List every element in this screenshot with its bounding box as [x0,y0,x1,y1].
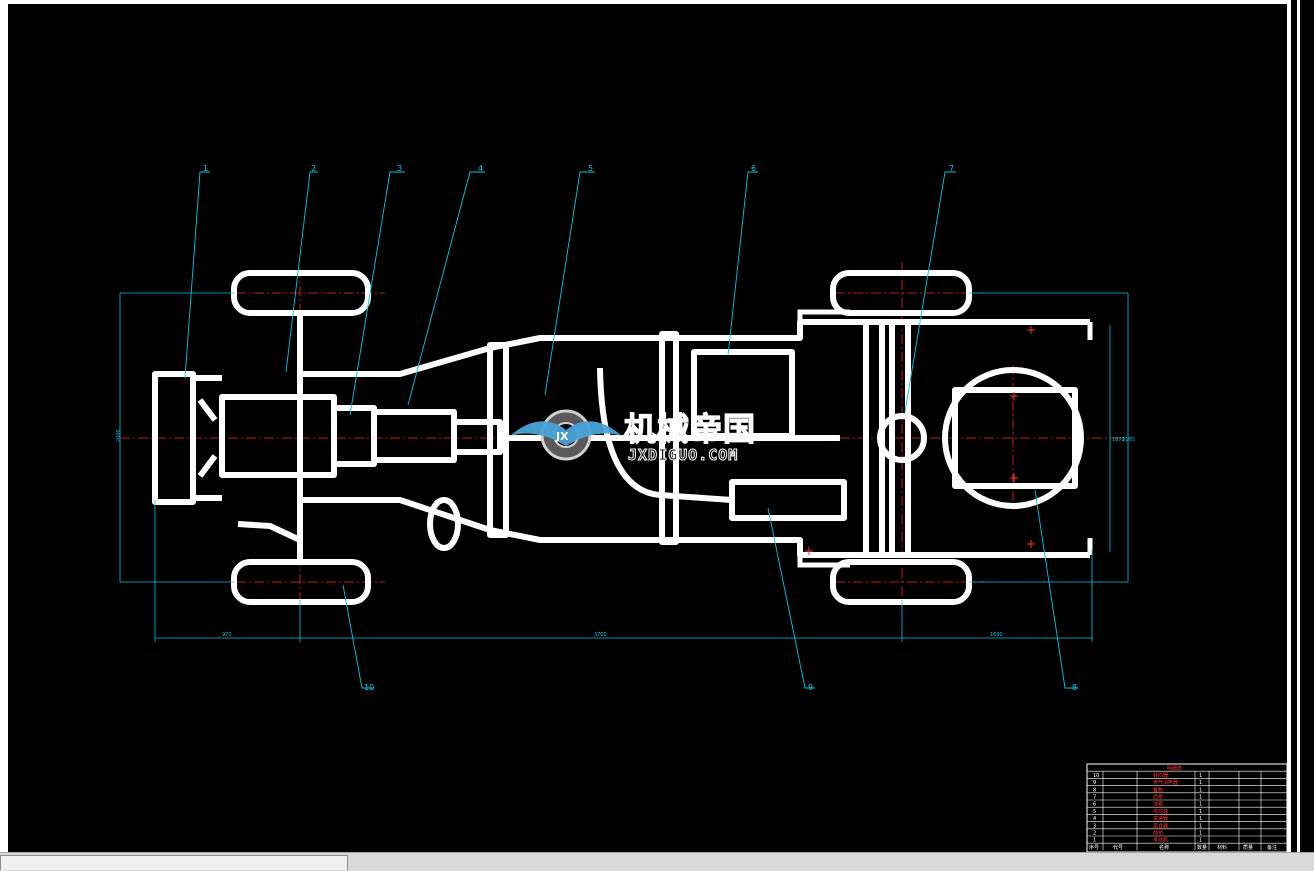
table-cell-qty: 1 [1199,795,1202,801]
table-cell-name: 传动轴 [1153,808,1168,815]
table-title: 明细表 [1167,765,1182,772]
table-cell-qty: 1 [1199,831,1202,837]
table-cell-no: 3 [1093,823,1096,829]
table-header-qty: 数量 [1197,844,1207,851]
leader-label: 4 [478,164,483,173]
table-cell-no: 6 [1093,802,1096,808]
leader-label: 3 [397,164,402,173]
right-strip-2 [1300,0,1314,855]
table-cell-qty: 1 [1199,838,1202,844]
dim-left-width: 2000 [116,429,122,442]
table-cell-qty: 1 [1199,780,1202,786]
table-cell-name: 前桥 [1153,830,1163,837]
model-tab[interactable] [0,855,348,870]
watermark-logo: JX 机械帝国 JXDIGUO.COM [510,409,756,465]
radiator [152,371,196,505]
table-cell-qty: 1 [1199,773,1202,779]
logo-letters: JX [555,430,569,443]
table-cell-no: 5 [1093,809,1096,815]
rear-brackets [797,309,1093,568]
dim-right-inner: 1870 [1112,437,1125,443]
table-cell-name: 离合器 [1153,822,1168,829]
leader-labels: 1 2 3 4 5 6 7 8 9 10 [203,164,1077,692]
table-cell-qty: 1 [1199,802,1202,808]
dim-right-outer: 2100 [1122,437,1135,443]
table-header-no: 序号 [1089,844,1099,851]
frame-left-rail [300,319,1090,377]
wing-icon [510,421,622,446]
dimension-texts: 2000 970 3700 1690 1870 2100 [116,429,1135,638]
steering-wheel [427,497,461,551]
watermark-url: JXDIGUO.COM [628,446,738,464]
hole-markers [805,326,1035,555]
table-header-remark: 备注 [1267,844,1277,851]
table-cell-no: 9 [1093,780,1096,786]
table-cell-no: 1 [1093,838,1096,844]
table-cell-no: 7 [1093,795,1096,801]
table-cell-name: 发动机 [1153,837,1168,844]
table-cell-qty: 1 [1199,809,1202,815]
table-cell-name: 油箱 [1153,801,1163,808]
frame-right-rail [300,497,1090,558]
leader-label: 8 [1072,683,1077,692]
table-cell-name: 后桥 [1153,794,1163,801]
fuel-tank [691,349,795,439]
dim-rear-overhang: 1690 [990,632,1003,638]
table-header-material: 材料 [1217,844,1227,851]
leader-label: 5 [588,164,593,173]
chassis-outline [152,270,1090,605]
right-strip [1291,0,1297,855]
leader-label: 10 [364,683,374,692]
table-cell-name: 变速器 [1153,815,1168,822]
leader-label: 9 [808,683,813,692]
table-cell-no: 8 [1093,787,1096,793]
spare-tire [942,367,1084,509]
dimension-lines [119,292,1129,642]
leader-label: 1 [203,164,208,173]
dim-wheelbase: 3700 [594,632,607,638]
watermark-title: 机械帝国 [624,410,756,448]
table-cell-name: 备胎 [1153,786,1163,793]
table-header-code: 代号 [1113,844,1123,851]
table-cell-no: 10 [1093,773,1099,779]
table-cell-qty: 1 [1199,816,1202,822]
differential [877,413,927,463]
leader-label: 2 [311,164,316,173]
leader-lines [184,171,1078,689]
leader-label: 7 [949,164,954,173]
leader-label: 6 [751,164,756,173]
gearbox [371,409,457,463]
table-cell-name: 转向器 [1153,772,1168,779]
dim-front-overhang: 970 [222,632,232,638]
table-cell-name: 排气消声器 [1153,779,1178,786]
table-cell-qty: 1 [1199,823,1202,829]
table-header-name: 名称 [1159,844,1169,851]
table-cell-no: 2 [1093,831,1096,837]
table-cell-qty: 1 [1199,787,1202,793]
table-cell-no: 4 [1093,816,1096,822]
table-header-mass: 质量 [1243,844,1253,851]
parts-table: 明细表 10 转向器 1 9 排气消声器 1 8 备胎 1 7 后桥 1 6 油箱 1 5 传动轴 1 4 变速器 1 3 离… [1086,763,1288,853]
